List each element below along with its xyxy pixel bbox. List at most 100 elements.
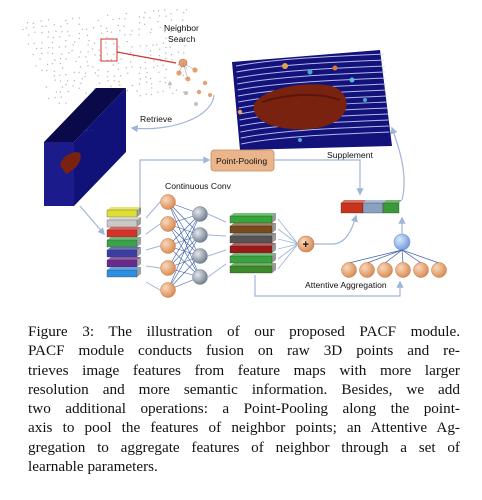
lidar-point <box>131 46 133 48</box>
lidar-point <box>145 93 147 95</box>
feature-side <box>272 233 276 243</box>
lidar-point <box>81 78 84 80</box>
continuous-conv-network <box>145 194 227 298</box>
lidar-point <box>85 28 88 30</box>
lidar-point <box>55 30 57 32</box>
lidar-point <box>107 71 109 73</box>
input-feature-stack <box>106 207 141 278</box>
lidar-point <box>72 85 74 87</box>
lidar-point <box>177 51 179 53</box>
conv-edge <box>167 223 201 278</box>
lidar-point <box>78 32 81 35</box>
hidden-to-feature-edge <box>207 213 227 223</box>
lidar-point <box>87 44 89 46</box>
lidar-point <box>145 67 147 70</box>
input-feature-bar <box>106 239 138 248</box>
lidar-point <box>67 90 70 93</box>
lidar-point <box>98 82 101 84</box>
feature-side <box>272 223 276 233</box>
sum-edge <box>277 218 299 245</box>
lidar-point <box>22 28 24 31</box>
lidar-point <box>101 32 103 34</box>
lidar-point <box>94 54 96 56</box>
lidar-point <box>32 22 34 25</box>
lidar-point <box>86 61 89 63</box>
lidar-point <box>41 25 44 28</box>
conv-hidden-node <box>192 248 208 264</box>
lidar-point <box>112 64 114 66</box>
lidar-point <box>78 71 80 74</box>
conv-input-node <box>160 260 176 276</box>
lidar-point <box>175 24 177 26</box>
lidar-point <box>59 62 62 65</box>
lidar-point <box>124 18 126 20</box>
lidar-point <box>47 52 49 54</box>
lidar-point <box>170 19 173 21</box>
attention-weight-node <box>413 262 429 278</box>
lidar-point <box>144 23 146 25</box>
lidar-point <box>59 91 61 93</box>
lidar-point <box>182 19 184 21</box>
lidar-point <box>182 39 184 42</box>
lidar-point <box>162 64 164 66</box>
retrieve-label: Retrieve <box>140 114 172 124</box>
supplement-label: Supplement <box>327 150 373 160</box>
conv-edge <box>167 234 201 291</box>
lidar-point <box>183 52 185 54</box>
lidar-point <box>170 40 172 43</box>
conv-hidden-node <box>192 227 208 243</box>
lidar-point <box>67 31 69 33</box>
feature-side <box>137 217 141 227</box>
sum-symbol: + <box>303 239 309 251</box>
input-edge <box>145 223 161 235</box>
conv-feature-bar <box>229 255 273 264</box>
lidar-point <box>130 52 132 54</box>
lidar-point <box>151 87 153 89</box>
lidar-point <box>73 71 76 74</box>
attention-weight-nodes <box>341 249 447 278</box>
conv-edge <box>167 201 201 257</box>
lidar-point <box>153 60 155 62</box>
feature-top <box>107 267 141 270</box>
lidar-point <box>185 9 188 11</box>
lidar-point <box>47 36 49 38</box>
lidar-point <box>159 80 161 83</box>
caption-line: Figure 3: The illustration of our propos… <box>28 323 460 340</box>
input-edge <box>145 201 161 219</box>
lidar-point <box>169 87 171 89</box>
lidar-point <box>185 25 188 27</box>
lidar-point <box>97 19 100 22</box>
lidar-point <box>119 29 121 32</box>
lidar-point <box>53 24 55 26</box>
aggregated-feature-bar <box>340 200 402 214</box>
attention-edge <box>401 249 404 264</box>
lidar-point <box>110 59 113 61</box>
attentive-aggregation-label: Attentive Aggregation <box>305 280 387 290</box>
lidar-point <box>98 49 100 51</box>
lidar-point <box>51 53 54 55</box>
lidar-point <box>125 12 128 15</box>
lidar-point <box>150 28 153 30</box>
lidar-point <box>164 31 166 33</box>
lidar-point <box>74 41 76 43</box>
lidar-point <box>150 83 153 85</box>
lidar-point <box>61 86 64 88</box>
lidar-point <box>79 66 82 68</box>
lidar-point <box>71 17 74 20</box>
lidar-point <box>59 74 61 77</box>
conv-feature-bar <box>229 215 273 224</box>
attention-edge <box>366 249 403 264</box>
lidar-point <box>125 67 128 69</box>
lidar-point <box>157 91 159 93</box>
lidar-point <box>129 61 132 63</box>
attention-edge <box>401 249 422 264</box>
lidar-point <box>51 63 54 65</box>
sum-edge <box>277 243 299 270</box>
lidar-point <box>52 37 55 39</box>
feature-side <box>272 263 276 273</box>
caption-line: trieves image features from feature maps… <box>28 361 460 379</box>
image-feature-map: ·· ·· <box>44 88 126 206</box>
lidar-point <box>145 76 147 78</box>
lidar-point <box>123 25 125 27</box>
lidar-point <box>182 74 184 77</box>
